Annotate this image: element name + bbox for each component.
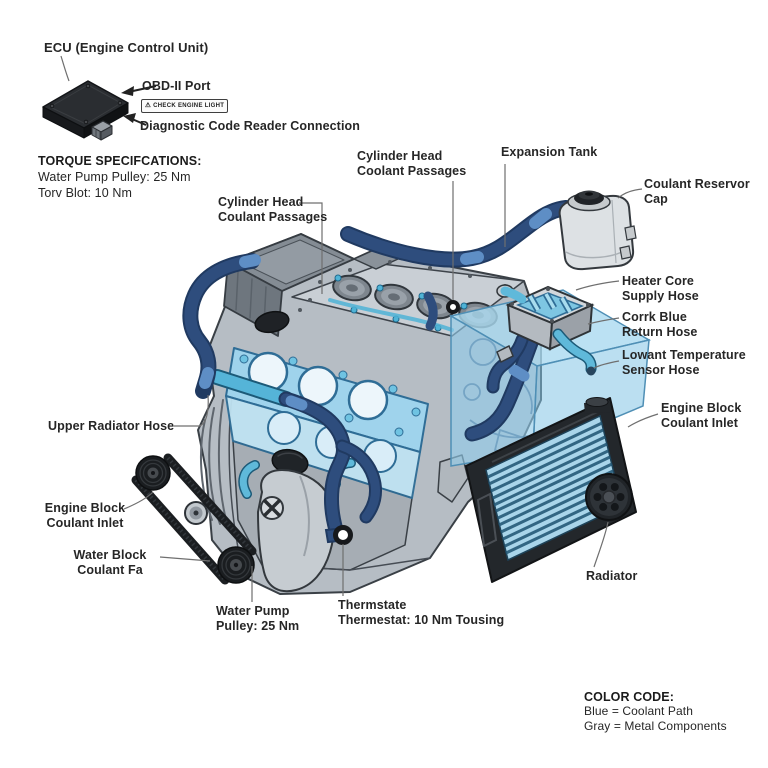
obd-port-label: OBD-II Port	[142, 79, 211, 93]
check-engine-badge: ⚠ CHECK ENGINE LIGHT	[141, 99, 229, 113]
color-code-blue: Blue = Coolant Path	[584, 704, 693, 718]
radiator-fins	[487, 421, 621, 555]
cylinder-head-left-label: Cylinder Head Coulant Passages	[218, 195, 328, 224]
lower-radiator-hose	[182, 253, 261, 399]
diagnostic-label: Diagnostic Code Reader Connection	[140, 119, 360, 133]
torque-specs-title: TORQUE SPECIFCATIONS:	[38, 154, 202, 168]
sensor-hose	[552, 328, 597, 376]
thermostat-label: Thermstate Thermestat: 10 Nm Tousing	[338, 598, 505, 627]
expansion-tank-label: Expansion Tank	[501, 145, 598, 159]
cork-blue-label: Corrk Blue Return Hose	[622, 310, 698, 339]
radiator	[465, 397, 637, 583]
ecu-unit	[42, 80, 129, 141]
upper-radiator-hose-label: Upper Radiator Hose	[48, 419, 175, 433]
badge-text: CHECK ENGINE LIGHT	[153, 103, 225, 109]
water-pump-label: Water Pump Pulley: 25 Nm	[216, 604, 300, 633]
callout-arrows	[121, 85, 157, 126]
water-pump	[256, 468, 336, 593]
radiator-fan-hub	[585, 473, 633, 521]
color-code-gray: Gray = Metal Components	[584, 719, 727, 733]
leader-lines	[60, 55, 659, 602]
expansion-tank	[558, 190, 637, 271]
upper-coolant-hose	[340, 200, 574, 268]
belt-drive	[131, 453, 257, 585]
water-block-label: Water Block Coulant Fa	[73, 548, 147, 577]
warning-icon: ⚠	[145, 101, 152, 109]
color-code-title: COLOR CODE:	[584, 690, 674, 704]
temp-sensor-label: Lowant Temperature Sensor Hose	[622, 348, 746, 377]
thermostat-hose	[209, 369, 382, 544]
torque-specs-line2: Torv Blot: 10 Nm	[38, 186, 132, 200]
passage-ring	[446, 300, 460, 314]
crank-pulley	[135, 455, 171, 491]
reservoir-cap	[567, 190, 611, 212]
ecu-label: ECU (Engine Control Unit)	[44, 40, 209, 55]
heater-core-label: Heater Core Supply Hose	[622, 274, 699, 303]
water-pump-pulley	[217, 546, 255, 584]
torque-specs-line1: Water Pump Pulley: 25 Nm	[38, 170, 191, 184]
heater-core	[496, 284, 595, 364]
cylinder-head-top-label: Cylinder Head Coolant Passages	[357, 149, 467, 178]
reservoir-cap-label: Coulant Reservor Cap	[644, 177, 750, 206]
thermostat-ring	[333, 525, 353, 545]
engine-block-inlet-left-label: Engine Block Coulant Inlet	[44, 501, 126, 530]
obd-connector	[91, 120, 113, 141]
heater-hoses	[464, 332, 540, 442]
engine-block-inlet-right-label: Engine Block Coulant Inlet	[661, 401, 742, 430]
radiator-label: Radiator	[586, 569, 638, 583]
